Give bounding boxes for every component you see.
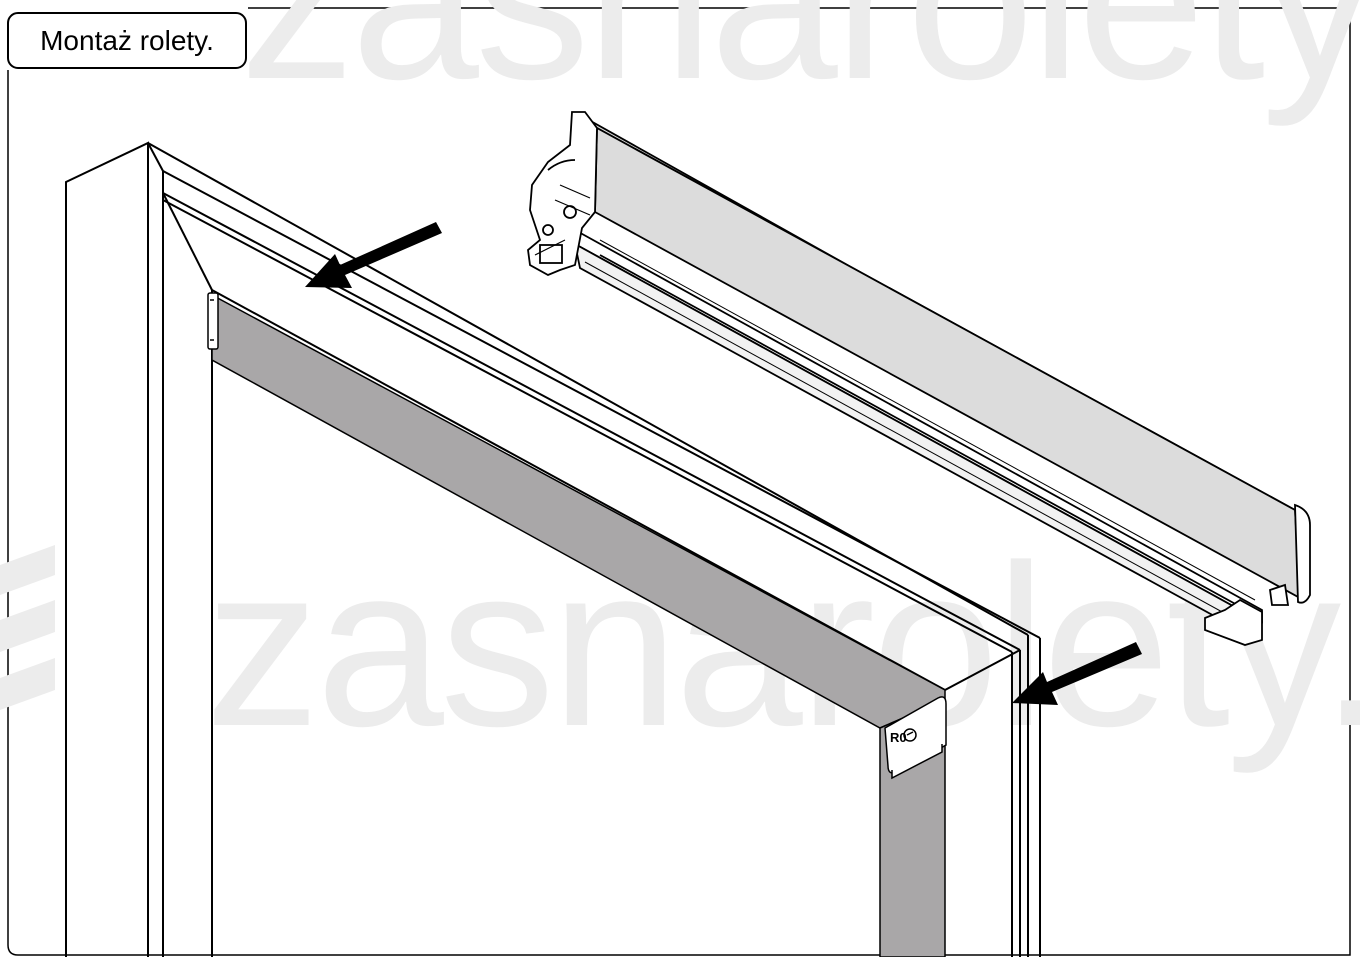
arrow-down-left-icon-right <box>1012 642 1142 705</box>
arrow-down-left-icon <box>305 222 442 288</box>
roller-cassette <box>527 111 1311 646</box>
title-label-box: Montaż rolety. <box>7 12 247 69</box>
watermark-top: zasnarolety.p <box>240 0 1360 127</box>
bracket-left <box>207 292 219 350</box>
bracket-label: R0 <box>890 730 907 745</box>
arrow-left <box>305 222 442 288</box>
watermark-stripes <box>0 545 55 710</box>
bracket-right: R0 <box>884 696 947 780</box>
arrow-right <box>1012 642 1142 705</box>
page-title: Montaż rolety. <box>40 24 214 56</box>
